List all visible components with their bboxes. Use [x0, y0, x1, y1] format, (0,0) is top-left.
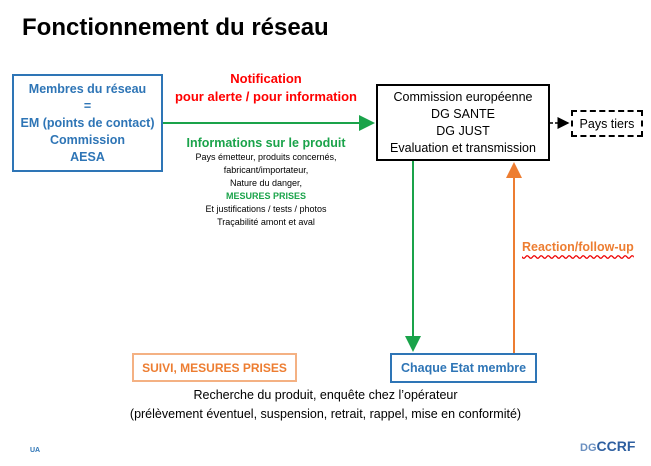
members-line: =	[83, 98, 92, 113]
commission-box: Commission européenne DG SANTE DG JUST E…	[376, 84, 550, 161]
notification-line-1: Notification	[230, 71, 302, 86]
suivi-box: SUIVI, MESURES PRISES	[132, 353, 297, 382]
members-line: Membres du réseau	[28, 81, 147, 96]
product-info-line: Pays émetteur, produits concernés,	[195, 152, 337, 162]
product-info-block: Informations sur le produit Pays émetteu…	[168, 135, 364, 229]
product-info-line: Traçabilité amont et aval	[217, 217, 315, 227]
etat-membre-box: Chaque Etat membre	[390, 353, 537, 383]
members-box: Membres du réseau = EM (points de contac…	[12, 74, 163, 172]
page-title: Fonctionnement du réseau	[22, 14, 329, 41]
product-info-title: Informations sur le produit	[186, 136, 346, 150]
dgccrf-logo: DGCCRF	[580, 438, 635, 456]
commission-line: Evaluation et transmission	[390, 140, 536, 155]
product-info-line: Nature du danger,	[229, 178, 303, 188]
commission-line: DG SANTE	[431, 106, 495, 121]
logo-ccrf: CCRF	[596, 438, 636, 454]
commission-line: Commission européenne	[393, 89, 533, 104]
product-info-line: Et justifications / tests / photos	[205, 204, 327, 214]
notification-line-2: pour alerte / pour information	[174, 89, 357, 104]
pays-tiers-box: Pays tiers	[571, 110, 643, 137]
product-info-mesures: MESURES PRISES	[225, 191, 307, 201]
members-line: Commission	[49, 132, 125, 147]
bottom-text-line-1: Recherche du produit, enquête chez l’opé…	[193, 388, 458, 402]
reaction-label: Reaction/follow-up	[522, 240, 634, 254]
footer-ua: UA	[30, 447, 41, 454]
notification-label: Notification pour alerte / pour informat…	[166, 70, 366, 106]
logo-dg: DG	[580, 442, 597, 454]
members-line: AESA	[70, 149, 105, 164]
commission-line: DG JUST	[436, 123, 490, 138]
product-info-line: fabricant/importateur,	[223, 165, 309, 175]
members-line: EM (points de contact)	[20, 115, 155, 130]
bottom-text-line-2: (prélèvement éventuel, suspension, retra…	[129, 407, 522, 421]
